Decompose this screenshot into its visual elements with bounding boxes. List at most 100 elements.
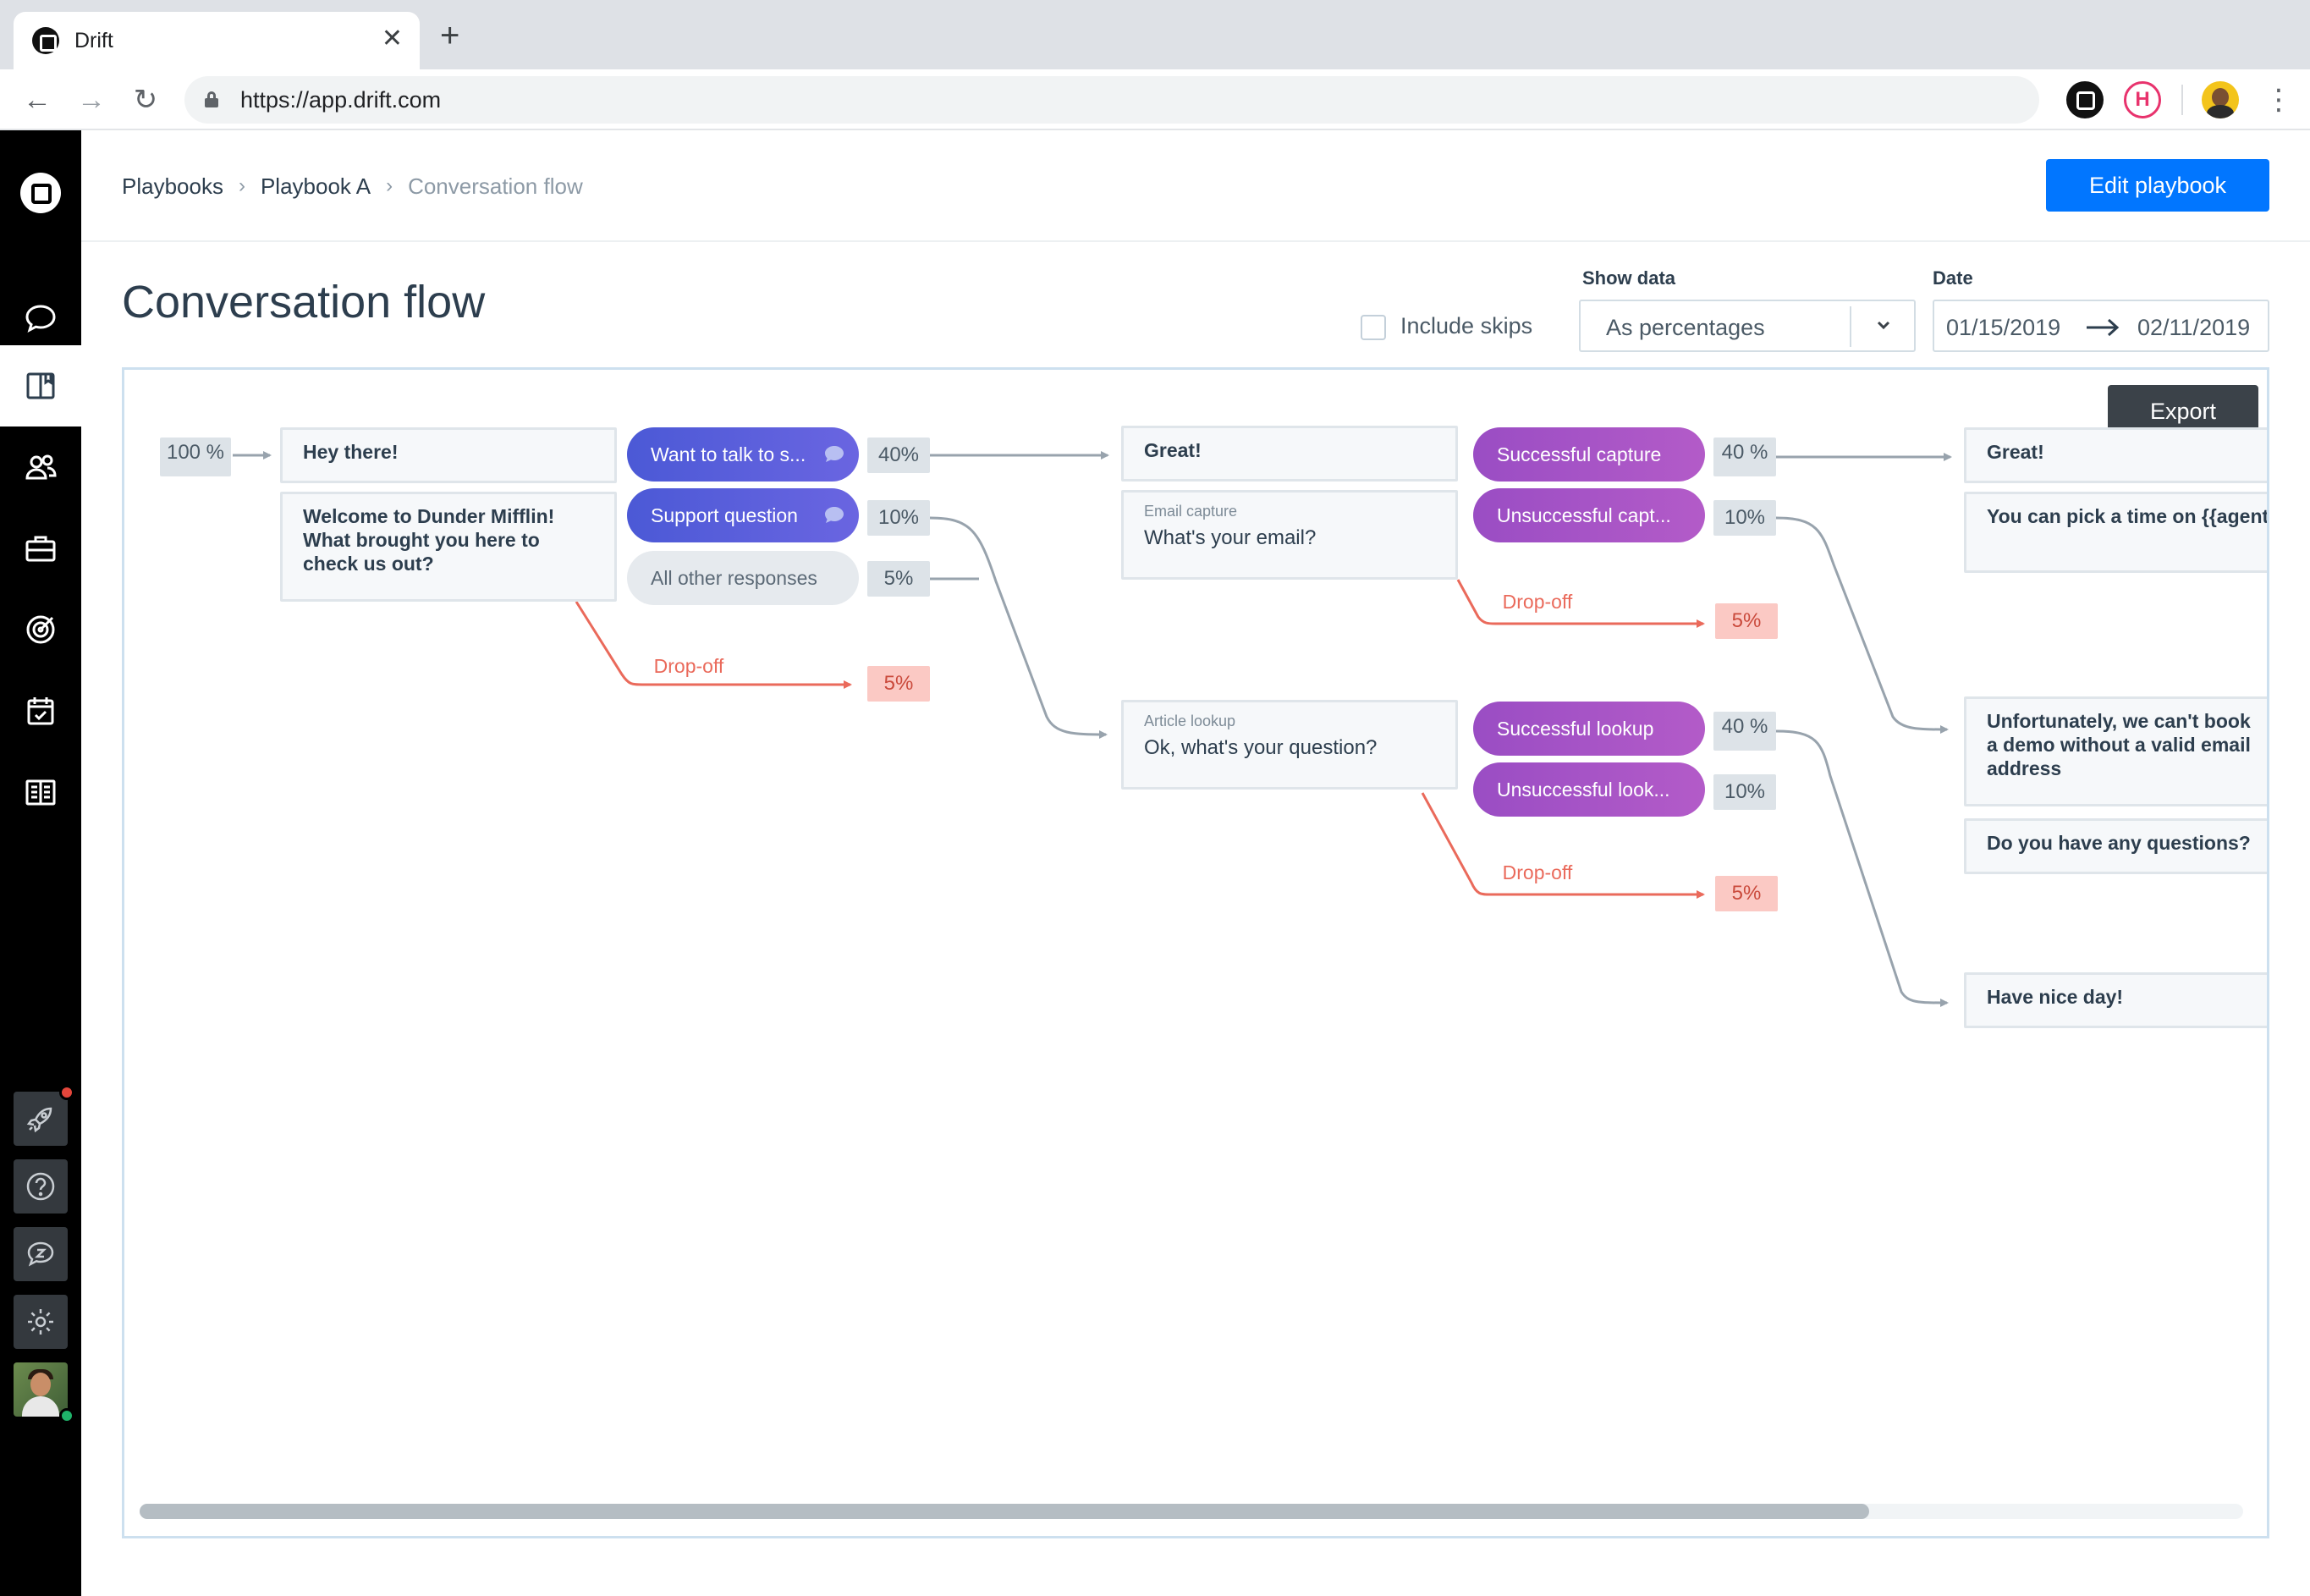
header-divider [81, 240, 2310, 242]
app-sidebar [0, 130, 81, 1596]
show-data-select[interactable]: As percentages [1579, 300, 1916, 352]
chat-bubble-icon [825, 507, 844, 523]
sidebar-item-targeting[interactable] [0, 589, 81, 670]
article-lookup-node[interactable]: Article lookup Ok, what's your question? [1121, 700, 1458, 790]
arrow-right-icon [2087, 318, 2120, 337]
message-node[interactable]: Have nice day! [1964, 972, 2267, 1028]
include-skips-checkbox[interactable] [1361, 315, 1386, 340]
message-node[interactable]: Great! [1964, 427, 2267, 483]
sidebar-item-settings[interactable] [14, 1295, 68, 1349]
h-extension-icon[interactable]: H [2124, 81, 2161, 118]
node-type-label: Email capture [1144, 503, 1238, 520]
response-label: Support question [651, 504, 798, 526]
response-percentage: 40 % [1713, 438, 1776, 476]
breadcrumb-current: Conversation flow [408, 173, 583, 199]
message-node[interactable]: Welcome to Dunder Mifflin! What brought … [280, 492, 617, 602]
chevron-right-icon: › [386, 174, 393, 197]
online-status-dot [59, 1408, 74, 1423]
node-text: You can pick a time on {{agent.names}}'s… [1987, 505, 2269, 527]
response-percentage: 10% [1713, 774, 1776, 810]
dropoff-percentage: 5% [1715, 603, 1778, 639]
node-text: Welcome to Dunder Mifflin! What brought … [303, 505, 555, 575]
sidebar-item-away[interactable] [14, 1227, 68, 1281]
sidebar-item-launch[interactable] [14, 1085, 74, 1146]
toolbar-divider [2181, 85, 2183, 115]
flow-connectors [233, 451, 1952, 1007]
node-text: Great! [1144, 439, 1202, 461]
message-node[interactable]: Do you have any questions? [1964, 818, 2267, 874]
include-skips-label[interactable]: Include skips [1400, 313, 1533, 338]
response-pill[interactable]: Unsuccessful look... [1473, 762, 1705, 817]
contacts-icon [25, 454, 57, 480]
response-pill[interactable]: Unsuccessful capt... [1473, 488, 1705, 542]
message-node[interactable]: You can pick a time on {{agent.names}}'s… [1964, 492, 2269, 573]
back-icon[interactable]: ← [23, 84, 52, 116]
show-data-label: Show data [1582, 267, 1676, 289]
settings-icon [28, 1309, 53, 1335]
node-text: Have nice day! [1987, 986, 2124, 1008]
drift-extension-icon[interactable] [2066, 81, 2104, 118]
briefcase-icon [25, 536, 56, 562]
notification-dot [59, 1085, 74, 1100]
breadcrumb-playbook-a[interactable]: Playbook A [260, 173, 371, 199]
response-percentage: 40% [867, 438, 930, 473]
user-avatar[interactable] [14, 1362, 74, 1423]
show-data-value: As percentages [1606, 315, 1765, 340]
profile-avatar[interactable] [2202, 81, 2239, 118]
drift-logo-icon[interactable] [20, 173, 61, 213]
response-pill[interactable]: Want to talk to s... [627, 427, 859, 482]
message-node[interactable]: Unfortunately, we can't book a demo with… [1964, 696, 2267, 806]
message-node[interactable]: Great! [1121, 426, 1458, 482]
browser-menu-icon[interactable]: ⋮ [2264, 84, 2293, 116]
flow-canvas[interactable]: Export 100 % Hey there! Welcome to Dunde… [122, 367, 2269, 1538]
breadcrumb: Playbooks › Playbook A › Conversation fl… [122, 169, 583, 203]
chat-icon [25, 305, 56, 333]
sidebar-item-accounts[interactable] [0, 508, 81, 589]
browser-tab[interactable]: Drift ✕ [14, 12, 420, 69]
knowledge-base-icon [25, 779, 56, 806]
horizontal-scrollbar[interactable] [140, 1504, 2243, 1519]
drift-favicon-icon [32, 27, 59, 54]
breadcrumb-playbooks[interactable]: Playbooks [122, 173, 223, 199]
page-title: Conversation flow [122, 277, 486, 327]
new-tab-icon[interactable]: + [440, 17, 460, 54]
scrollbar-thumb[interactable] [140, 1504, 1869, 1519]
sidebar-item-meetings[interactable] [0, 670, 81, 751]
response-pill[interactable]: All other responses [627, 551, 859, 605]
dropoff-percentage: 5% [867, 666, 930, 702]
response-percentage: 5% [867, 561, 930, 597]
reload-icon[interactable]: ↻ [133, 84, 158, 116]
sidebar-item-conversations[interactable] [0, 278, 81, 359]
sidebar-item-knowledge-base[interactable] [0, 751, 81, 833]
email-capture-node[interactable]: Email capture What's your email? [1121, 490, 1458, 580]
response-pill[interactable]: Successful lookup [1473, 702, 1705, 756]
date-from[interactable]: 01/15/2019 [1946, 315, 2061, 340]
tab-title: Drift [74, 29, 113, 52]
chat-bubble-icon [825, 446, 844, 462]
node-text: What's your email? [1144, 526, 1317, 549]
sidebar-item-playbooks[interactable] [0, 345, 81, 427]
response-pill[interactable]: Support question [627, 488, 859, 542]
dropoff-percentage: 5% [1715, 876, 1778, 911]
node-text: Unfortunately, we can't book a demo with… [1987, 710, 2251, 779]
response-pill[interactable]: Successful capture [1473, 427, 1705, 482]
sidebar-item-contacts[interactable] [0, 427, 81, 508]
snooze-chat-icon [27, 1241, 54, 1267]
response-percentage: 10% [1713, 500, 1776, 536]
address-bar[interactable]: https://app.drift.com [184, 76, 2039, 124]
dropoff-label: Drop-off [1502, 591, 1573, 613]
response-label: Unsuccessful look... [1497, 779, 1670, 801]
message-node[interactable]: Hey there! [280, 427, 617, 483]
date-to[interactable]: 02/11/2019 [2137, 315, 2251, 340]
close-tab-icon[interactable]: ✕ [381, 25, 403, 52]
response-label: Unsuccessful capt... [1497, 504, 1671, 526]
date-range-picker[interactable]: 01/15/2019 02/11/2019 [1933, 300, 2269, 352]
lock-icon [205, 91, 218, 107]
sidebar-item-help[interactable] [14, 1159, 68, 1214]
node-text: Great! [1987, 441, 2044, 463]
edit-playbook-button[interactable]: Edit playbook [2046, 159, 2269, 212]
forward-icon[interactable]: → [77, 84, 106, 116]
url-text[interactable]: https://app.drift.com [240, 87, 442, 113]
response-percentage: 10% [867, 500, 930, 536]
node-type-label: Article lookup [1144, 713, 1236, 729]
